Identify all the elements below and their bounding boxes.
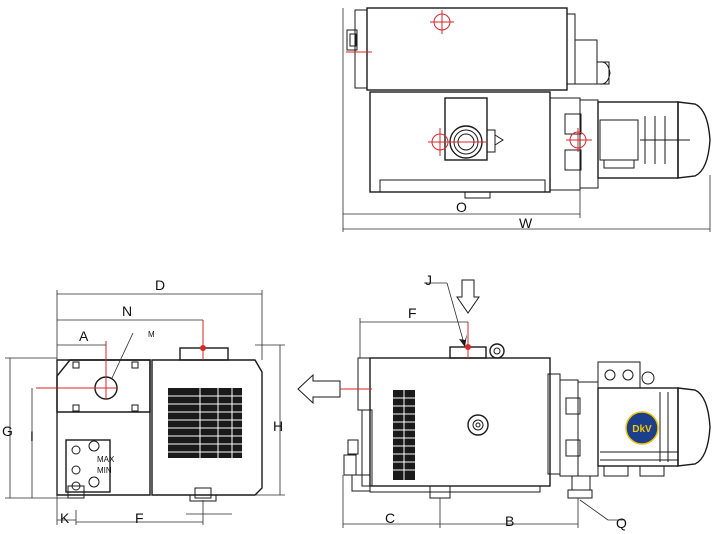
- label-a: A: [79, 328, 89, 344]
- left-vent-grille: [168, 388, 242, 458]
- left-terminal-box: [65, 439, 111, 493]
- label-h: H: [273, 418, 283, 434]
- svg-text:MIN: MIN: [97, 466, 112, 475]
- label-b: B: [505, 513, 514, 529]
- sight-glass: [467, 414, 489, 436]
- dkv-logo: [625, 411, 659, 445]
- motor-terminal-box: [597, 361, 641, 389]
- left-end-view: MAX MIN: [2, 277, 285, 526]
- logo-text: DkV: [632, 424, 652, 435]
- top-view: O W: [342, 7, 711, 232]
- label-m: M: [148, 330, 155, 339]
- label-q: Q: [616, 515, 627, 531]
- label-f-right: F: [408, 305, 417, 321]
- exhaust-arrow: [297, 373, 341, 405]
- label-f-left: F: [135, 510, 144, 526]
- label-k: K: [60, 510, 70, 526]
- svg-text:MAX: MAX: [97, 455, 115, 464]
- label-c: C: [385, 510, 395, 526]
- top-upper-housing: [366, 7, 568, 91]
- label-n: N: [122, 303, 132, 319]
- label-g: G: [2, 423, 13, 439]
- label-d: D: [155, 277, 165, 293]
- left-motor-block: [151, 359, 263, 496]
- side-view: DkV J F C B Q: [297, 272, 711, 531]
- label-o: O: [456, 199, 467, 215]
- label-i: I: [30, 428, 34, 444]
- label-w: W: [519, 215, 533, 231]
- inlet-arrow: [456, 279, 480, 314]
- label-j: J: [425, 272, 432, 288]
- top-center-flange: [444, 97, 488, 161]
